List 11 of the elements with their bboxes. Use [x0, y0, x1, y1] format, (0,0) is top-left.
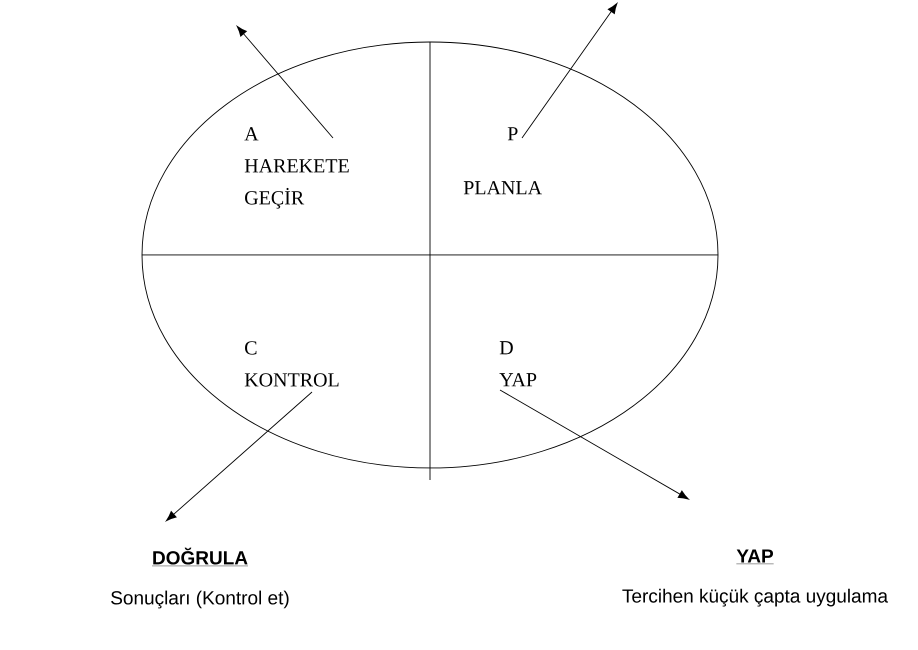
quadrant-label: C KONTROL [244, 341, 339, 387]
arrow [166, 392, 312, 522]
quadrant-label: P PLANLA [464, 127, 542, 194]
step-text: YAP Tercihen küçük çapta uygulama [622, 549, 888, 607]
quadrant-label: A HAREKETE GEÇİR [244, 127, 349, 209]
arrow [522, 3, 618, 138]
quadrant-label: D YAP [499, 341, 536, 386]
arrow [236, 26, 334, 138]
arrow [500, 390, 689, 500]
step-text: DOĞRULA Sonuçları (Kontrol et) [111, 548, 289, 608]
quadrant-ellipse [142, 42, 718, 468]
